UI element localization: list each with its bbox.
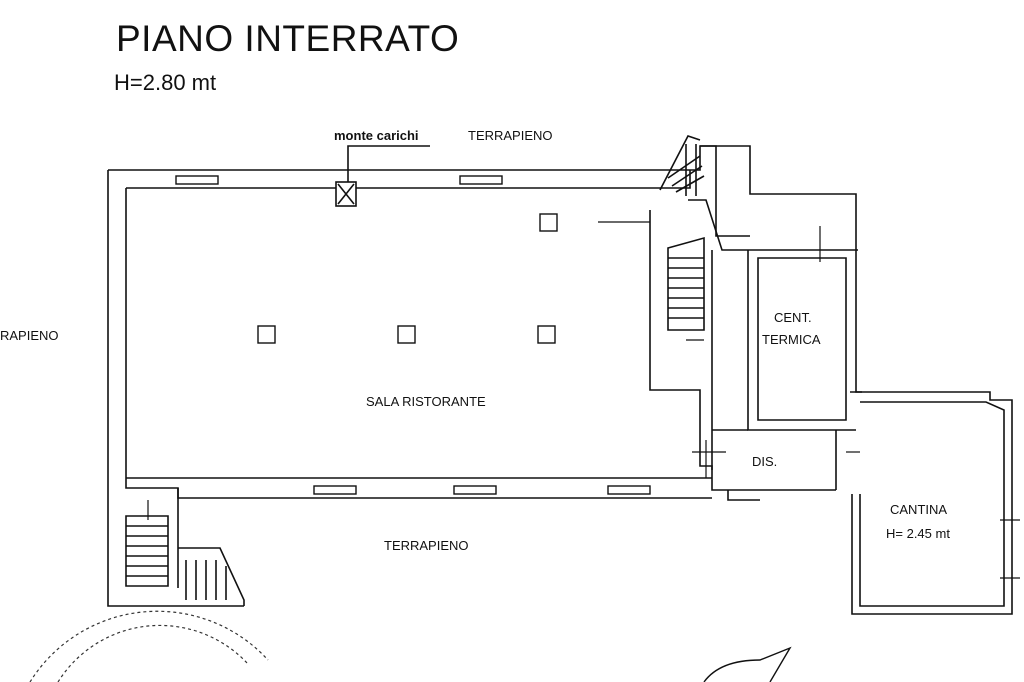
- sala-right-wall: [649, 210, 836, 491]
- label-termica: TERMICA: [762, 332, 821, 347]
- page-title: PIANO INTERRATO: [116, 18, 460, 59]
- interior-stair-treads: [668, 257, 704, 319]
- monte-carichi-symbol: [335, 145, 430, 207]
- outer-wall-left: [107, 170, 244, 607]
- interior-stair: [667, 236, 705, 331]
- inner-wall-left: [125, 188, 179, 588]
- ramp-bottom-left: [178, 547, 245, 606]
- label-monte-carichi: monte carichi: [334, 128, 419, 143]
- inner-wall-top: [126, 170, 691, 189]
- dis-wall: [712, 429, 837, 501]
- windows-top: [175, 175, 503, 185]
- centrale-termica-box: [757, 257, 847, 421]
- height-note: H=2.80 mt: [114, 70, 217, 95]
- label-cantina-height: H= 2.45 mt: [886, 526, 950, 541]
- top-stair-treads: [667, 144, 705, 196]
- label-dis: DIS.: [752, 454, 778, 469]
- stair-bottom-left-treads: [126, 525, 168, 577]
- stamp-seal: [29, 610, 269, 682]
- label-cent: CENT.: [774, 310, 812, 325]
- north-arrow: [703, 646, 792, 682]
- ramp-bottom-left-treads: [185, 560, 227, 600]
- label-sala-ristorante: SALA RISTORANTE: [366, 394, 486, 409]
- stair-bottom-left: [125, 515, 169, 587]
- cantina-wall: [850, 391, 1013, 615]
- corridor-wall-2: [688, 199, 858, 251]
- door-marks: [147, 221, 1020, 579]
- sala-bottom-wall: [177, 488, 712, 499]
- cantina-inner: [859, 401, 1005, 607]
- label-terrapieno-left: RAPIENO: [0, 328, 59, 343]
- label-terrapieno-bottom: TERRAPIENO: [384, 538, 469, 553]
- pillars: [257, 213, 558, 344]
- corridor-wall-1: [700, 145, 750, 237]
- label-cantina: CANTINA: [890, 502, 948, 517]
- windows-bottom: [313, 485, 651, 495]
- outer-wall: [108, 145, 862, 393]
- stair-top-right: [659, 135, 701, 191]
- label-terrapieno-top: TERRAPIENO: [468, 128, 553, 143]
